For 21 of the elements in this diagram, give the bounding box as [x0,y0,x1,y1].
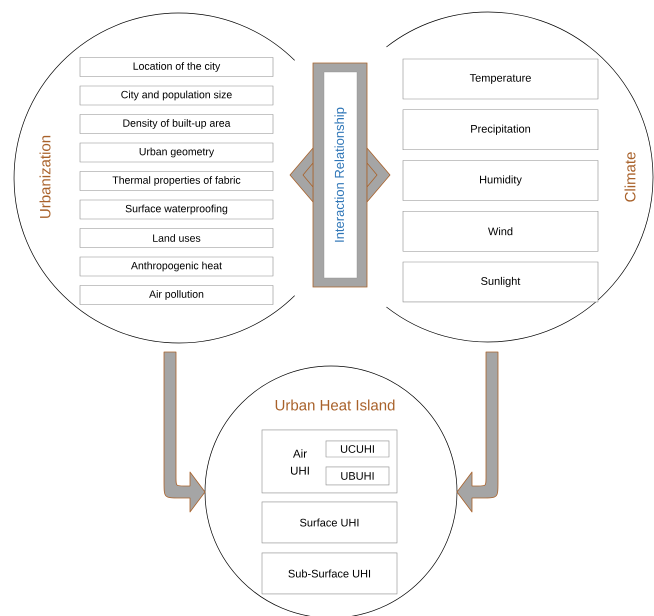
factor-box: Location of the city [80,57,274,77]
factor-box: Humidity [402,160,598,201]
factor-box: Precipitation [402,109,598,150]
relationship-box: Interaction Relationship [290,62,390,288]
factor-box: Density of built-up area [80,114,274,134]
block-arrow [164,352,206,512]
block-arrow [456,352,498,512]
factor-box: Thermal properties of fabric [80,171,274,191]
factor-box: City and population size [80,86,274,106]
factor-box: Land uses [80,228,274,248]
factor-box: Urban geometry [80,142,274,162]
factor-box: Sunlight [402,262,598,302]
factor-box: Temperature [402,58,598,100]
sub-type-box: UCUHI [326,440,390,458]
type-box: Surface UHI [262,502,398,544]
factor-box: Wind [402,210,598,252]
factor-box: Surface waterproofing [80,200,274,220]
factor-box: Air pollution [80,285,274,305]
factor-box: Anthropogenic heat [80,256,274,276]
type-box: Sub-Surface UHI [262,552,398,594]
sub-type-box: UBUHI [326,466,390,486]
